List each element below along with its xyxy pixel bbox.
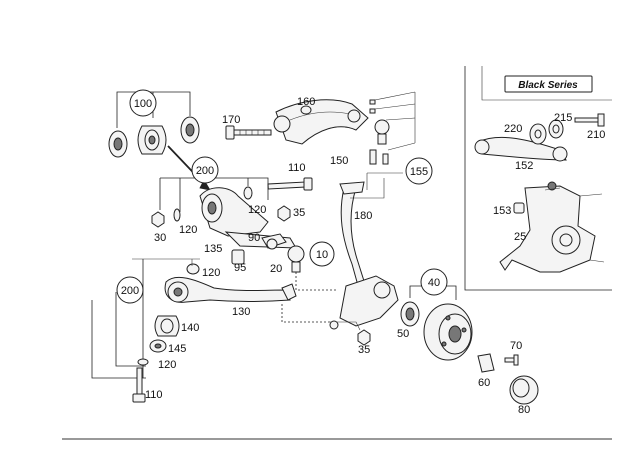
nut-30 [151, 211, 165, 228]
ball-joint-group [132, 245, 305, 275]
ball-joint-20 [287, 245, 305, 263]
label-215[interactable]: 215 [554, 112, 572, 124]
label-90[interactable]: 90 [248, 232, 260, 244]
label-140[interactable]: 140 [181, 322, 199, 334]
callout-200-lower[interactable]: 200 [116, 276, 144, 304]
callout-155-label: 155 [410, 166, 428, 178]
upper-arm-group [225, 91, 416, 165]
label-50[interactable]: 50 [397, 328, 409, 340]
black-series-inset: Black Series [464, 66, 612, 291]
black-series-title: Black Series [518, 80, 578, 91]
upper-control-arm [275, 99, 369, 145]
label-110-upper[interactable]: 110 [288, 162, 306, 174]
washer-120-lower [137, 358, 149, 366]
bolt-95 [231, 249, 245, 265]
callout-200-lower-label: 200 [121, 285, 139, 297]
label-35-upper[interactable]: 35 [293, 207, 305, 219]
label-170[interactable]: 170 [222, 114, 240, 126]
label-152[interactable]: 152 [515, 160, 533, 172]
label-210[interactable]: 210 [587, 129, 605, 141]
label-135[interactable]: 135 [204, 243, 222, 255]
label-120-lower[interactable]: 120 [158, 359, 176, 371]
nut-35-upper [277, 205, 291, 222]
label-35-lower[interactable]: 35 [358, 344, 370, 356]
callout-155[interactable]: 155 [405, 157, 433, 185]
label-180[interactable]: 180 [354, 210, 372, 222]
label-60[interactable]: 60 [478, 377, 490, 389]
washer-160 [300, 105, 312, 115]
clip-60 [477, 353, 495, 373]
label-95[interactable]: 95 [234, 262, 246, 274]
lower-arm-group [91, 259, 330, 403]
callout-40-label: 40 [428, 277, 440, 289]
label-150[interactable]: 150 [330, 155, 348, 167]
label-20[interactable]: 20 [270, 263, 282, 275]
strut-group-10 [295, 178, 399, 346]
bolt-110-upper [267, 181, 309, 190]
hub-group-40 [400, 285, 539, 405]
label-120-upper[interactable]: 120 [248, 204, 266, 216]
callout-10-label: 10 [316, 249, 328, 261]
bracket-group-200 [151, 177, 313, 250]
label-220[interactable]: 220 [504, 123, 522, 135]
label-25[interactable]: 25 [514, 231, 526, 243]
bushing-group-100 [108, 91, 211, 191]
inset-control-arm [477, 136, 567, 161]
black-series-badge [504, 75, 593, 93]
washer-135 [186, 263, 200, 275]
washer-120-upper [243, 186, 253, 200]
callout-40[interactable]: 40 [420, 268, 448, 296]
callout-10[interactable]: 10 [309, 241, 335, 267]
label-120-left[interactable]: 120 [179, 224, 197, 236]
label-130[interactable]: 130 [232, 306, 250, 318]
callout-200-upper-label: 200 [196, 165, 214, 177]
inset-nut-153 [513, 202, 525, 214]
washer-120-left [173, 208, 181, 222]
label-145[interactable]: 145 [168, 343, 186, 355]
label-110-lower[interactable]: 110 [145, 389, 163, 401]
label-120-mid[interactable]: 120 [202, 267, 220, 279]
callout-100[interactable]: 100 [129, 89, 157, 117]
label-70[interactable]: 70 [510, 340, 522, 352]
inset-steering-knuckle [499, 185, 596, 273]
wheel-carrier [339, 275, 399, 327]
inset-bolt-210 [574, 117, 602, 123]
label-80[interactable]: 80 [518, 404, 530, 416]
callout-200-upper[interactable]: 200 [191, 156, 219, 184]
label-153[interactable]: 153 [493, 205, 511, 217]
callout-100-label: 100 [134, 98, 152, 110]
label-160[interactable]: 160 [297, 96, 315, 108]
label-30[interactable]: 30 [154, 232, 166, 244]
nut-35-lower [357, 329, 371, 346]
